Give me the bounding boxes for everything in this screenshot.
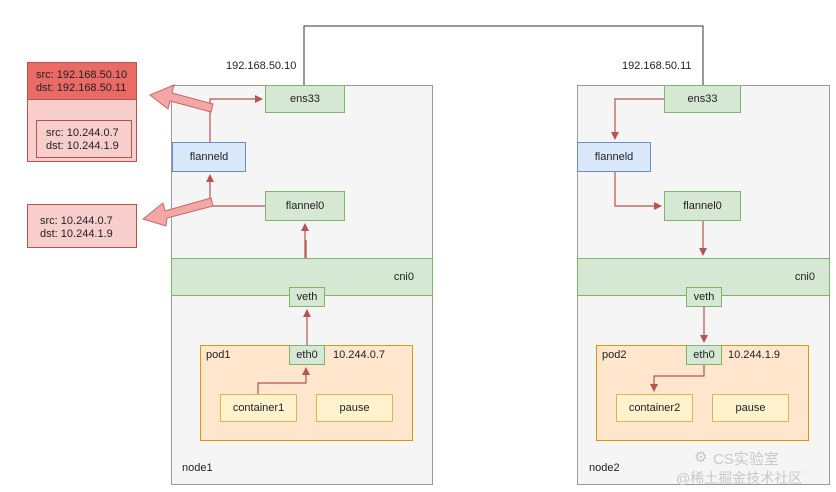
node1-cni0-label: cni0 <box>393 271 414 283</box>
node1-flannel0: flannel0 <box>265 191 345 221</box>
node2-label: node2 <box>589 462 620 474</box>
node1-pause: pause <box>316 394 393 422</box>
node1-flannel0-label: flannel0 <box>285 200 325 212</box>
node2-pod-ip: 10.244.1.9 <box>728 349 780 361</box>
node1-veth-label: veth <box>296 291 318 303</box>
node1-arrow-flannel0-to-flanneld <box>206 174 265 207</box>
outer-packet-header: src: 192.168.50.10 dst: 192.168.50.11 <box>27 62 137 100</box>
outer-src: src: 192.168.50.10 <box>36 69 128 81</box>
inter-node-cable <box>303 25 704 85</box>
node2-container: container2 <box>616 394 693 422</box>
inner-packet: src: 10.244.0.7 dst: 10.244.1.9 <box>27 204 137 248</box>
node1-pod-ip: 10.244.0.7 <box>333 349 385 361</box>
node1-eth0-label: eth0 <box>296 349 318 361</box>
node1-label: node1 <box>182 462 213 474</box>
node1-flanneld: flanneld <box>172 142 246 172</box>
node2-pause: pause <box>712 394 789 422</box>
node2-container-label: container2 <box>628 402 681 414</box>
watermark-line2: @稀土掘金技术社区 <box>676 470 803 486</box>
node2-eth0: eth0 <box>686 345 722 365</box>
node2-flanneld: flanneld <box>577 142 651 172</box>
inner-src: src: 10.244.0.7 <box>40 215 113 227</box>
node1-veth: veth <box>289 287 325 307</box>
node2-ens33-label: ens33 <box>687 93 718 105</box>
node2-cni0-label: cni0 <box>794 271 815 283</box>
node2-flannel0: flannel0 <box>664 191 741 221</box>
node2-veth: veth <box>686 287 722 307</box>
encapsulated-packet: src: 10.244.0.7 dst: 10.244.1.9 <box>36 120 132 158</box>
node2-ens33: ens33 <box>664 85 741 113</box>
node2-veth-label: veth <box>693 291 715 303</box>
node2-arrow-flanneld-to-flannel0 <box>614 172 662 210</box>
big-arrow-inner-packet <box>141 197 214 227</box>
node1-container: container1 <box>220 394 297 422</box>
encapsulated-dst: dst: 10.244.1.9 <box>46 140 119 152</box>
watermark-logo-icon: ⚙ <box>694 449 708 466</box>
node1-container-label: container1 <box>232 402 285 414</box>
node1-ens33-label: ens33 <box>290 93 320 105</box>
node1-pod-label: pod1 <box>206 349 231 361</box>
node1-host-ip: 192.168.50.10 <box>226 60 297 72</box>
node2-host-ip: 192.168.50.11 <box>622 60 692 72</box>
node2-arrow-eth0-to-container <box>650 365 705 392</box>
node1-flanneld-label: flanneld <box>189 151 229 163</box>
node1-pause-label: pause <box>339 402 370 414</box>
node1-arrow-container-to-eth0 <box>257 367 310 394</box>
node1-eth0: eth0 <box>289 345 325 365</box>
node2-pause-label: pause <box>735 402 766 414</box>
big-arrow-outer-packet <box>149 84 214 113</box>
inner-dst: dst: 10.244.1.9 <box>40 228 113 240</box>
encapsulated-src: src: 10.244.0.7 <box>46 127 119 139</box>
node2-eth0-label: eth0 <box>693 349 715 361</box>
watermark-line1: CS实验室 <box>713 451 779 468</box>
node2-arrow-ens33-to-flanneld <box>611 98 664 140</box>
node2-pod-label: pod2 <box>602 349 627 361</box>
node1-arrow-flanneld-to-ens33 <box>209 95 263 142</box>
outer-dst: dst: 192.168.50.11 <box>36 82 127 94</box>
node2-flannel0-label: flannel0 <box>683 200 722 212</box>
node2-flanneld-label: flanneld <box>594 151 634 163</box>
node1-ens33: ens33 <box>265 85 345 113</box>
